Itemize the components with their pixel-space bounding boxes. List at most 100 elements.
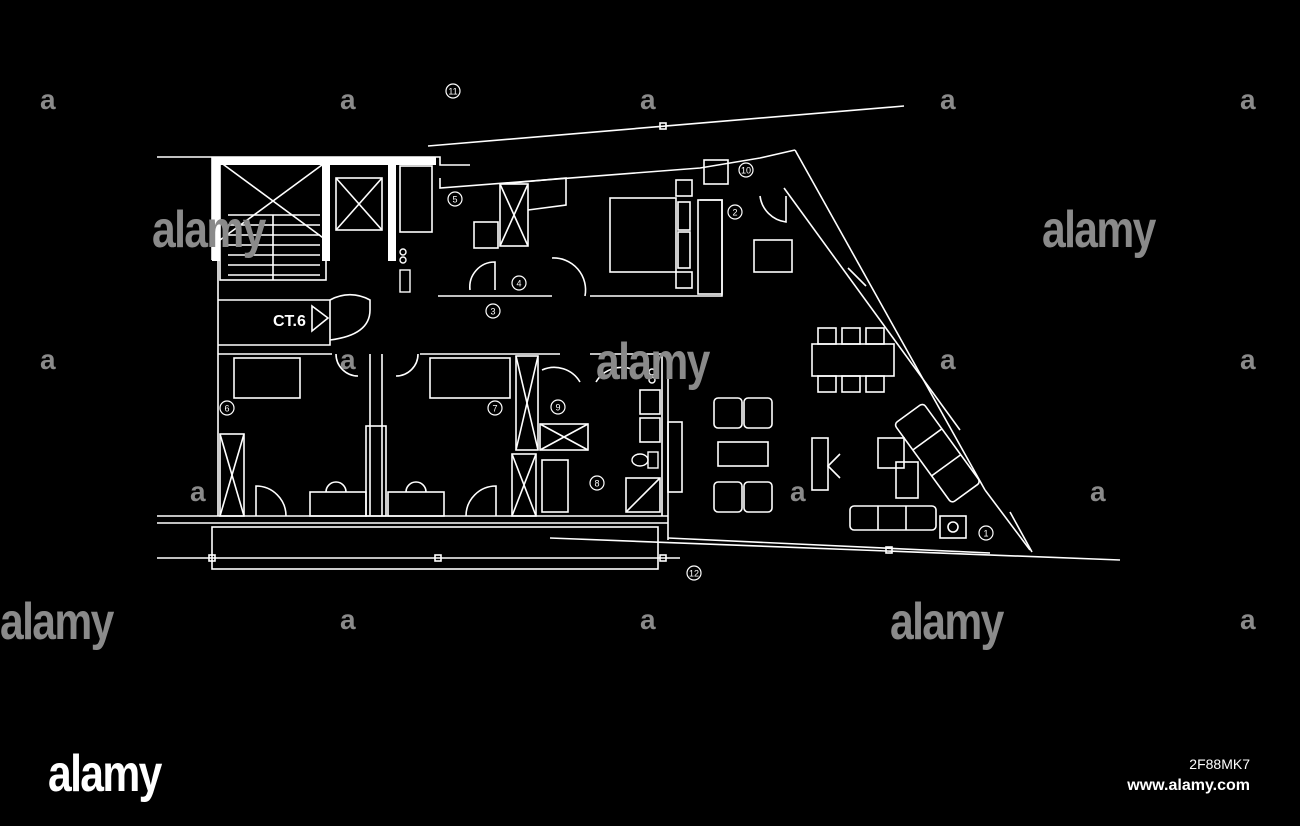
room-number-circle (589, 475, 605, 491)
armchair (743, 397, 773, 429)
watermark-logo: alamy (1042, 201, 1156, 259)
watermark-glyph: a (1240, 84, 1256, 115)
side-table (877, 437, 905, 469)
room-number-circle (738, 162, 754, 178)
watermark-glyph: a (340, 604, 356, 635)
room-number-label: 9 (555, 403, 560, 413)
desk (753, 239, 793, 273)
sofa-bottom (849, 505, 937, 531)
room-number-circle (447, 191, 463, 207)
watermark-logo: alamy (596, 333, 710, 391)
room-number-label: 2 (732, 208, 737, 218)
stair-line (219, 161, 327, 241)
toilet (631, 453, 649, 467)
entry-wall (218, 299, 331, 346)
room-number-label: 12 (689, 569, 699, 579)
nightstand (675, 271, 693, 289)
room-number-label: 3 (490, 307, 495, 317)
room-number-circle (445, 83, 461, 99)
room-number-label: 11 (448, 87, 457, 97)
image-id: 2F88MK7 (1189, 756, 1250, 772)
wall-east-inner (783, 187, 961, 431)
room-number-circle (727, 204, 743, 220)
room-number-label: 5 (452, 195, 457, 205)
wall-segment (388, 157, 396, 261)
axis-marker (434, 554, 442, 562)
watermark-glyph: a (40, 344, 56, 375)
chair (865, 375, 885, 393)
closet (499, 177, 567, 211)
armchair (713, 397, 743, 429)
room-number-circle (485, 303, 501, 319)
chair (841, 375, 861, 393)
cabinet (541, 459, 569, 513)
window (847, 267, 867, 287)
watermark-logo: alamy (152, 201, 266, 259)
chair (865, 327, 885, 345)
arrow-icon (311, 304, 330, 333)
room-number-circle (219, 400, 235, 416)
coffee-table (717, 441, 769, 467)
pillow (677, 231, 691, 269)
desk (309, 491, 367, 517)
room-number-circle (686, 565, 702, 581)
armchair (743, 481, 773, 513)
wardrobe (511, 453, 537, 517)
dining-table (811, 343, 895, 377)
room-number-label: 10 (741, 166, 751, 176)
chair (841, 327, 861, 345)
bed-single (429, 357, 511, 399)
elevator (335, 177, 383, 231)
watermark-logo: alamy (890, 593, 1004, 651)
stair-label: CT.6 (273, 313, 306, 330)
watermark-glyph: a (790, 476, 806, 507)
shower (625, 477, 661, 513)
room-number-label: 1 (983, 529, 988, 539)
sink (639, 417, 661, 443)
door-swing (335, 353, 359, 377)
axis-marker (885, 546, 893, 554)
room-number-label: 4 (516, 279, 521, 289)
watermark-glyph: a (1240, 344, 1256, 375)
watermark-glyph: a (640, 604, 656, 635)
wall-segment (212, 157, 220, 261)
bed-single (233, 357, 301, 399)
door-swing (395, 353, 419, 377)
watermark-glyph: a (40, 84, 56, 115)
chair (817, 327, 837, 345)
armchair (713, 481, 743, 513)
nightstand (675, 179, 693, 197)
watermark-glyph: a (640, 84, 656, 115)
closet (539, 423, 589, 451)
watermark-glyph: a (340, 344, 356, 375)
watermark-glyph: a (940, 84, 956, 115)
wall-east-outer3 (1009, 511, 1033, 553)
room-number-circle (978, 525, 994, 541)
double-bed (609, 197, 677, 273)
room-number-label: 7 (492, 404, 497, 414)
wall-south-right (667, 537, 991, 554)
lamp (939, 515, 967, 539)
watermark-glyph: a (190, 476, 206, 507)
door-swing-2 (759, 195, 787, 223)
wardrobe (219, 433, 245, 517)
desk-chair (325, 481, 347, 493)
wall-segment (322, 157, 330, 261)
shower-closet (499, 183, 529, 247)
sofa-diagonal (894, 403, 980, 503)
chair (817, 375, 837, 393)
axis-line-bottom (549, 537, 1121, 561)
axis-marker (659, 554, 667, 562)
door-swing (465, 485, 497, 517)
axis-marker (659, 122, 667, 130)
desk-chair (405, 481, 427, 493)
room-number-circle (511, 275, 527, 291)
partition (365, 425, 387, 517)
door-swing (541, 366, 581, 383)
door-swing (595, 366, 635, 383)
room-number-label: 8 (594, 479, 599, 489)
wall-east-outer2 (984, 489, 1031, 551)
wardrobe (697, 199, 723, 295)
